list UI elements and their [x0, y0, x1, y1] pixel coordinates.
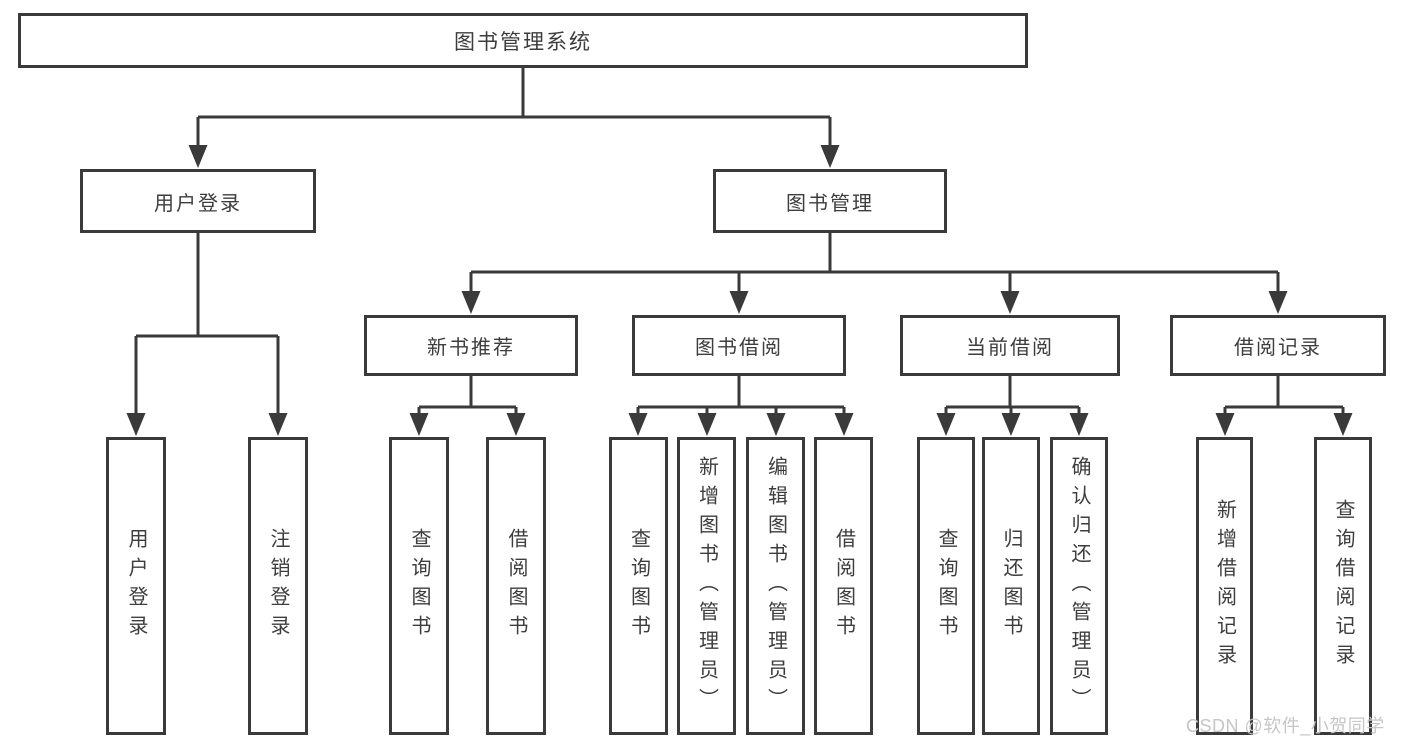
node-current-borrowing: 当前借阅 — [900, 315, 1120, 376]
leaf-confirm-return-admin: 确认归还（管理员） — [1050, 437, 1108, 735]
connector-new-book-recommend-to-leaves — [409, 376, 526, 436]
node-book-borrowing: 图书借阅 — [632, 315, 846, 376]
node-borrowing-records: 借阅记录 — [1170, 315, 1386, 376]
leaf-borrow-books-borrowing: 借阅图书 — [814, 437, 873, 735]
leaf-logout-login: 注销登录 — [248, 437, 308, 735]
leaf-edit-books-admin: 编辑图书（管理员） — [746, 437, 805, 735]
leaf-query-books-borrowing: 查询图书 — [609, 437, 668, 735]
node-root-library-management-system: 图书管理系统 — [18, 13, 1028, 68]
leaf-add-borrow-record: 新增借阅记录 — [1196, 437, 1253, 735]
leaf-query-books-current: 查询图书 — [917, 437, 975, 735]
node-new-book-recommend: 新书推荐 — [364, 315, 578, 376]
connector-borrowing-records-to-leaves — [1215, 376, 1353, 436]
leaf-user-login: 用户登录 — [106, 437, 166, 735]
leaf-borrow-books-recommend: 借阅图书 — [486, 437, 546, 735]
leaf-return-books: 归还图书 — [982, 437, 1040, 735]
connector-book-management-to-level3 — [461, 233, 1288, 314]
connector-book-borrowing-to-leaves — [628, 376, 854, 436]
node-book-management: 图书管理 — [713, 169, 947, 233]
node-user-login: 用户登录 — [80, 169, 316, 233]
leaf-add-books-admin: 新增图书（管理员） — [677, 437, 736, 735]
leaf-query-books-recommend: 查询图书 — [389, 437, 449, 735]
connector-current-borrowing-to-leaves — [936, 376, 1089, 436]
connector-root-to-level2 — [188, 68, 840, 168]
leaf-query-borrow-record: 查询借阅记录 — [1314, 437, 1372, 735]
connector-user-login-to-leaves — [126, 233, 288, 436]
csdn-watermark: CSDN @软件_小贺同学 — [1186, 716, 1385, 736]
